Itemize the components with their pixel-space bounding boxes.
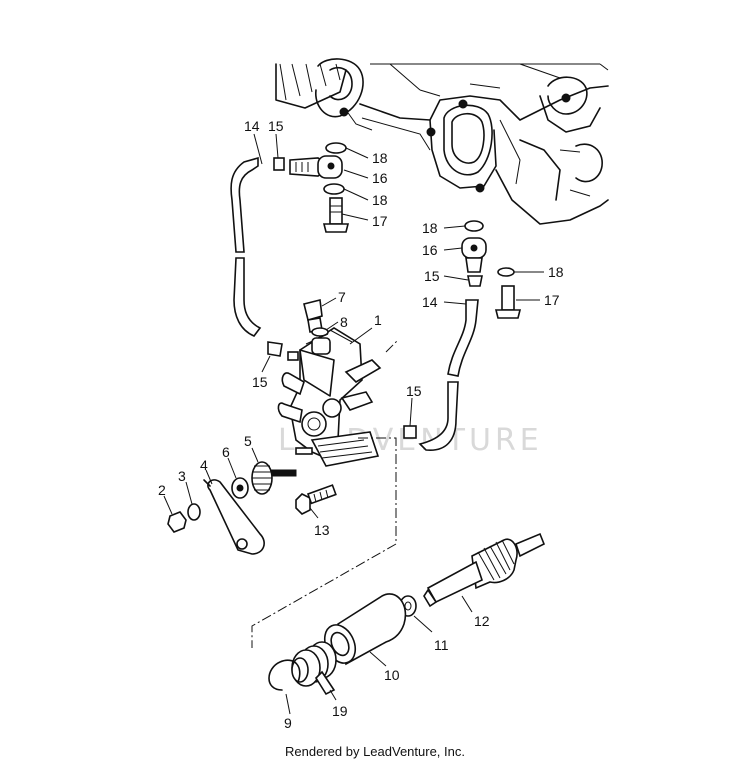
clamp-15-pump-left xyxy=(267,341,283,357)
callout-6: 6 xyxy=(222,444,230,460)
hose-14-right xyxy=(418,299,479,451)
callout-5: 5 xyxy=(244,433,252,449)
callout-19: 19 xyxy=(332,703,348,719)
callout-16-right: 16 xyxy=(422,242,438,258)
callout-18-right-top: 18 xyxy=(422,220,438,236)
callout-18-right-side: 18 xyxy=(548,264,564,280)
assembly-leader-line xyxy=(251,437,397,648)
washer-3 xyxy=(187,503,201,521)
callout-18-left-top: 18 xyxy=(372,150,388,166)
callout-7: 7 xyxy=(338,289,346,305)
plug-7 xyxy=(303,299,323,333)
bolt-13 xyxy=(295,484,337,515)
callout-9: 9 xyxy=(284,715,292,731)
drive-shaft-12 xyxy=(423,532,546,608)
callout-3: 3 xyxy=(178,468,186,484)
lever-4 xyxy=(203,479,265,555)
washer-18-left-bottom xyxy=(323,183,345,195)
callout-18-left-bottom: 18 xyxy=(372,192,388,208)
bolt-17-left xyxy=(322,197,350,233)
footer-credit: Rendered by LeadVenture, Inc. xyxy=(285,744,465,759)
washer-18-right-side xyxy=(497,267,515,277)
assembly-leader-short xyxy=(385,339,399,353)
fuel-joint-16-left xyxy=(289,155,343,179)
clamp-15-right-bottom xyxy=(403,425,417,439)
washer-8 xyxy=(311,327,329,337)
washer-18-left-top xyxy=(325,142,347,154)
clamp-15-left xyxy=(273,157,285,171)
clamp-15-pump-stub xyxy=(287,351,299,361)
nut-2 xyxy=(167,511,187,533)
callout-14-left: 14 xyxy=(244,118,260,134)
callout-11: 11 xyxy=(434,637,449,653)
callout-16-left: 16 xyxy=(372,170,388,186)
hose-14-left xyxy=(230,156,262,337)
callout-labels: 14 15 18 16 18 17 18 16 18 15 14 17 7 8 … xyxy=(158,118,564,731)
callout-15-left: 15 xyxy=(268,118,284,134)
callout-17-left: 17 xyxy=(372,213,388,229)
callout-4: 4 xyxy=(200,457,208,473)
callout-15-right-bottom: 15 xyxy=(406,383,422,399)
snap-ring-9 xyxy=(268,659,301,691)
callout-15-right-top: 15 xyxy=(424,268,440,284)
pump-body-1 xyxy=(277,327,382,467)
callout-12: 12 xyxy=(474,613,490,629)
callout-8: 8 xyxy=(340,314,348,330)
callout-15-pump-left: 15 xyxy=(252,374,268,390)
callout-2: 2 xyxy=(158,482,166,498)
callout-1: 1 xyxy=(374,312,382,328)
callout-13: 13 xyxy=(314,522,330,538)
clamp-15-right-top xyxy=(467,275,483,287)
bolt-17-right xyxy=(494,285,522,319)
callout-14-right: 14 xyxy=(422,294,438,310)
leader-lines xyxy=(163,133,544,715)
callout-17-right: 17 xyxy=(544,292,560,308)
engine-block xyxy=(275,58,609,225)
callout-10: 10 xyxy=(384,667,400,683)
exploded-parts-diagram: LEADVENTURE xyxy=(158,58,609,731)
fuel-joint-16-right xyxy=(461,237,487,273)
washer-18-right-top xyxy=(464,220,484,232)
gear-5 xyxy=(251,461,297,495)
